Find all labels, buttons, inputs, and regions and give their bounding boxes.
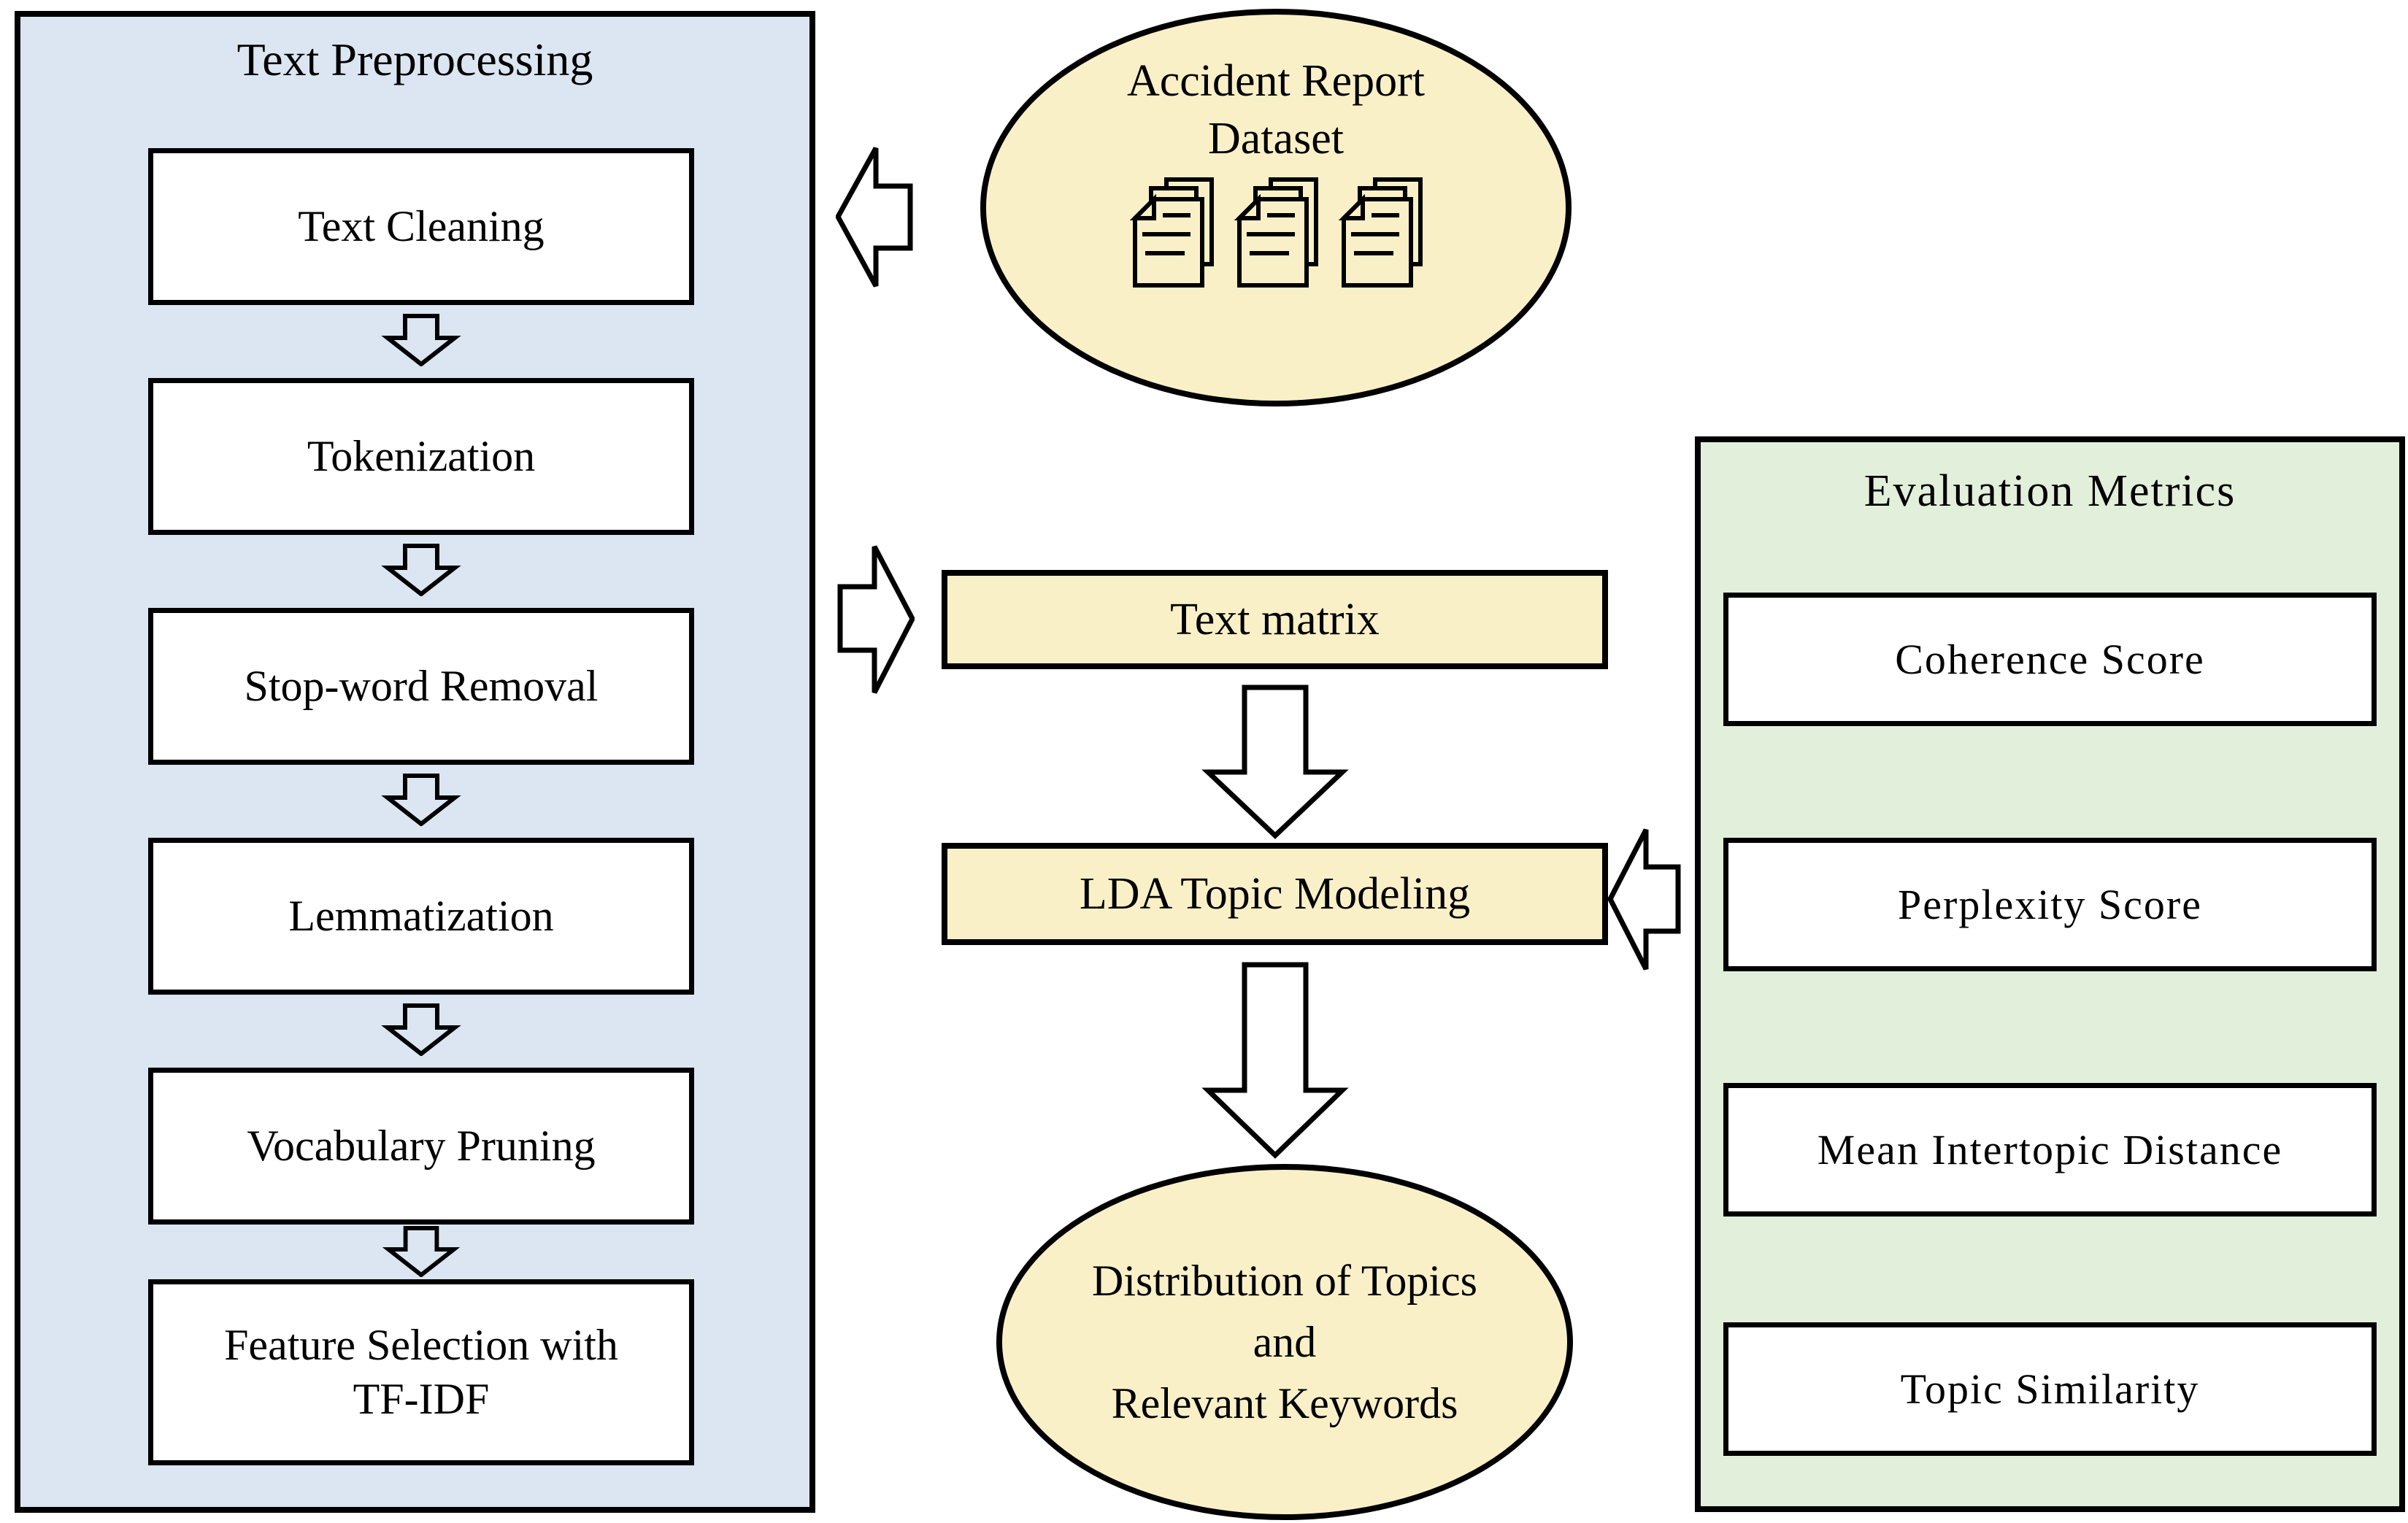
document-stack-icon [1126, 177, 1426, 294]
step-label: Stop-word Removal [244, 661, 599, 710]
down-arrow-icon [382, 1226, 461, 1277]
output-line1: Distribution of Topics [1091, 1257, 1478, 1305]
step-label: Tokenization [307, 431, 536, 480]
step-label: Vocabulary Pruning [247, 1121, 596, 1170]
step-label: Feature Selection with TF-IDF [224, 1321, 618, 1423]
down-arrow-icon [1201, 962, 1349, 1159]
metric-label: Mean Intertopic Distance [1817, 1126, 2283, 1173]
dataset-title-line2: Dataset [1208, 114, 1344, 164]
output-line3: Relevant Keywords [1111, 1379, 1458, 1427]
step-text-cleaning: Text Cleaning [148, 148, 694, 305]
right-arrow-icon [837, 545, 915, 694]
metric-coherence-score: Coherence Score [1723, 593, 2377, 726]
text-matrix-label: Text matrix [1170, 594, 1380, 644]
down-arrow-icon [381, 1003, 461, 1056]
left-arrow-icon [1608, 828, 1681, 971]
topics-keywords-ellipse: Distribution of Topics and Relevant Keyw… [996, 1164, 1573, 1520]
step-label: Text Cleaning [298, 201, 545, 250]
evaluation-metrics-title: Evaluation Metrics [1863, 466, 2236, 516]
metric-label: Perplexity Score [1898, 881, 2202, 928]
dataset-title-line1: Accident Report [1126, 56, 1426, 106]
text-preprocessing-title: Text Preprocessing [236, 34, 593, 85]
down-arrow-icon [381, 774, 461, 826]
evaluation-metrics-panel: Evaluation Metrics Coherence Score Perpl… [1695, 436, 2405, 1512]
step-lemmatization: Lemmatization [148, 838, 694, 995]
lda-topic-modeling-box: LDA Topic Modeling [942, 843, 1608, 945]
metric-topic-similarity: Topic Similarity [1723, 1322, 2377, 1456]
down-arrow-icon [381, 544, 461, 596]
output-line2: and [1253, 1318, 1317, 1366]
metric-label: Coherence Score [1895, 636, 2205, 683]
step-stopword-removal: Stop-word Removal [148, 608, 694, 765]
metric-label: Topic Similarity [1900, 1365, 2200, 1413]
down-arrow-icon [1201, 685, 1349, 839]
down-arrow-icon [381, 314, 461, 366]
metric-mean-intertopic-distance: Mean Intertopic Distance [1723, 1083, 2377, 1217]
step-vocabulary-pruning: Vocabulary Pruning [148, 1068, 694, 1225]
left-arrow-icon [836, 147, 913, 288]
metric-perplexity-score: Perplexity Score [1723, 838, 2377, 971]
accident-report-dataset-ellipse: Accident Report Dataset [980, 9, 1572, 406]
lda-label: LDA Topic Modeling [1079, 868, 1471, 919]
text-preprocessing-panel: Text Preprocessing Text Cleaning Tokeniz… [15, 11, 815, 1513]
step-tokenization: Tokenization [148, 378, 694, 535]
step-label: Lemmatization [288, 891, 554, 940]
text-matrix-box: Text matrix [942, 570, 1608, 669]
step-feature-selection: Feature Selection with TF-IDF [148, 1279, 694, 1465]
